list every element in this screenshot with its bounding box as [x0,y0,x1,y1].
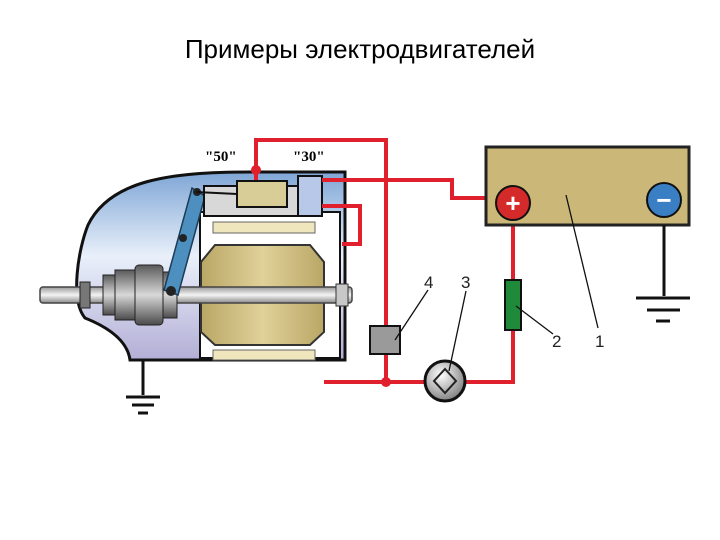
wiring [254,138,515,384]
callout-2: 2 [552,332,561,351]
solenoid [195,175,330,217]
field-pole-bottom [212,349,316,361]
battery-ground [636,225,690,323]
leader-lines [394,194,599,372]
callout-3: 3 [461,273,470,292]
battery-plus-sign: + [505,188,520,218]
rear-bearing [335,283,349,307]
callout-1: 1 [595,332,604,351]
terminal-30-label: "30" [293,149,325,165]
slide-title: Примеры электродвигателей [184,34,536,64]
shift-lever [163,186,206,296]
motor-ground [126,360,160,415]
battery-minus-sign: − [656,185,671,215]
junction-dot [381,377,391,387]
field-pole-top [212,221,316,234]
callout-4: 4 [424,273,433,292]
fuse [504,279,522,331]
indicator-lamp [423,359,467,403]
terminal-50-label: "50" [205,149,237,165]
battery: + − [484,145,691,227]
junction-dot [251,165,261,175]
